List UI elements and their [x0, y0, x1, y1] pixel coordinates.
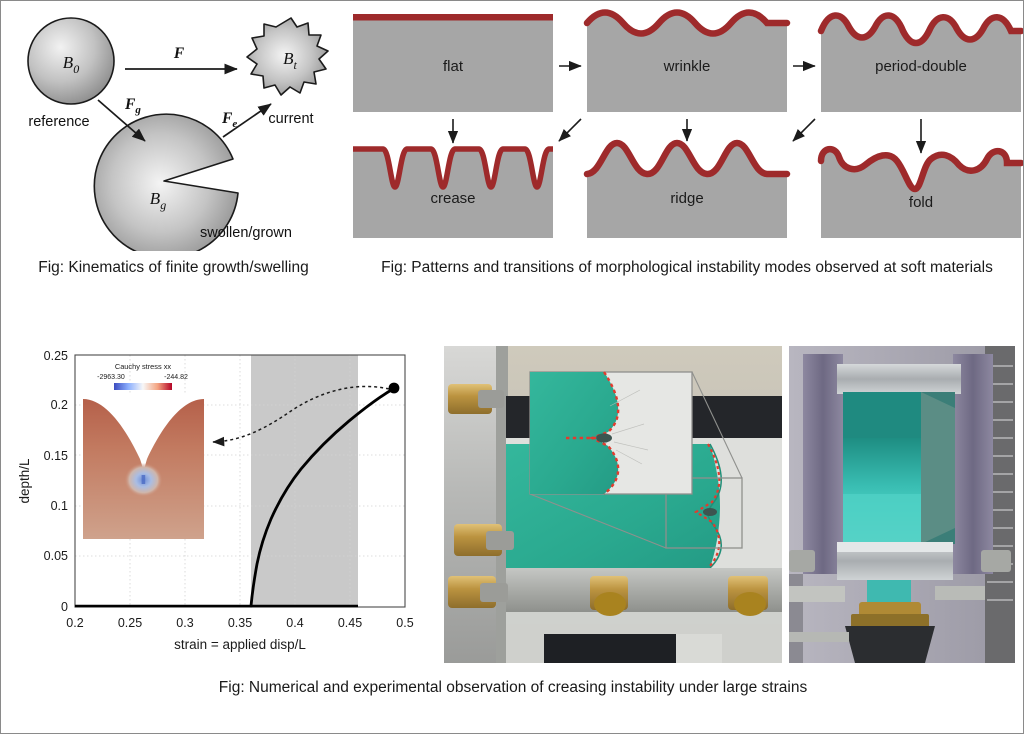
- mode-ridge: ridge: [583, 139, 791, 238]
- chart-yticklabels: 0 0.05 0.1 0.15 0.2 0.25: [44, 349, 68, 614]
- body-current-sublabel: current: [268, 111, 313, 127]
- body-reference-sublabel: reference: [28, 114, 89, 130]
- mode-fold: fold: [817, 146, 1023, 238]
- bifurcation-chart: Cauchy stress xx -2963.30 -244.82 0.2 0.…: [13, 341, 433, 671]
- arrow-period-double-to-ridge: [792, 118, 816, 142]
- chart-xticklabels: 0.2 0.25 0.3 0.35 0.4 0.45 0.5: [66, 616, 413, 630]
- side-bolts: [789, 550, 1011, 572]
- map-Fg-label: Fg: [124, 96, 141, 116]
- map-Fe-arrow: [222, 103, 272, 138]
- map-Fe-label: Fe: [221, 110, 237, 130]
- mode-crease-label: crease: [430, 190, 475, 207]
- photo-crease-closeup: [444, 346, 782, 663]
- body-current-shape: [246, 17, 329, 96]
- kinematics-diagram: B0 reference Bt current Bg swollen/grown…: [27, 17, 329, 251]
- mode-period-double-label: period-double: [875, 58, 967, 75]
- mode-period-double: period-double: [817, 12, 1023, 113]
- zoom-connector-bottom: [529, 493, 667, 549]
- svg-text:0: 0: [61, 600, 68, 614]
- crease-outline-marker: [693, 443, 721, 569]
- chart-svg: Cauchy stress xx -2963.30 -244.82 0.2 0.…: [17, 349, 414, 652]
- photo-compression-setup: [789, 346, 1015, 663]
- panel-bottom: Cauchy stress xx -2963.30 -244.82 0.2 0.…: [1, 301, 1023, 701]
- fea-legend-max: -244.82: [164, 374, 188, 381]
- modes-diagram: flat wrinkle period-double crease: [353, 9, 1023, 238]
- chart-xlabel: strain = applied disp/L: [174, 637, 306, 652]
- mode-crease: crease: [353, 146, 553, 238]
- svg-text:0.25: 0.25: [118, 616, 142, 630]
- svg-text:0.2: 0.2: [51, 398, 68, 412]
- svg-text:0.45: 0.45: [338, 616, 362, 630]
- mode-ridge-label: ridge: [670, 190, 703, 207]
- panel-instability-modes: flat wrinkle period-double crease: [349, 1, 1023, 276]
- chart-annotation-arrow: [212, 385, 390, 447]
- svg-text:0.3: 0.3: [176, 616, 193, 630]
- caption-kinematics: Fig: Kinematics of finite growth/swellin…: [38, 259, 309, 276]
- caption-modes: Fig: Patterns and transitions of morphol…: [381, 259, 993, 276]
- chart-endpoint-marker: [388, 382, 400, 394]
- mode-wrinkle: wrinkle: [583, 9, 791, 112]
- svg-text:0.5: 0.5: [396, 616, 413, 630]
- body-grown-sublabel: swollen/grown: [200, 225, 292, 241]
- body-current-label: Bt: [283, 49, 297, 72]
- chart-ylabel: depth/L: [17, 458, 32, 504]
- svg-text:0.15: 0.15: [44, 449, 68, 463]
- body-reference-label: B0: [63, 53, 79, 76]
- body-grown-label: Bg: [150, 189, 166, 212]
- svg-text:0.25: 0.25: [44, 349, 68, 363]
- magnified-inset: [529, 371, 693, 495]
- photo1-svg: [444, 346, 782, 663]
- photo2-svg: [789, 346, 1015, 663]
- svg-text:0.05: 0.05: [44, 549, 68, 563]
- svg-text:0.2: 0.2: [66, 616, 83, 630]
- zoom-region-box: [665, 477, 743, 549]
- arrow-wrinkle-to-crease: [558, 118, 582, 142]
- zoom-connector-top: [691, 371, 743, 479]
- series-creased-branch: [249, 387, 395, 608]
- svg-text:0.1: 0.1: [51, 499, 68, 513]
- svg-text:0.35: 0.35: [228, 616, 252, 630]
- mode-flat-label: flat: [443, 58, 464, 75]
- fea-legend-min: -2963.30: [97, 374, 125, 381]
- mode-flat: flat: [353, 14, 553, 112]
- panel-kinematics: B0 reference Bt current Bg swollen/grown…: [1, 1, 346, 276]
- mode-wrinkle-label: wrinkle: [663, 58, 711, 75]
- caption-bottom: Fig: Numerical and experimental observat…: [218, 679, 808, 696]
- chart-shaded-region: [251, 355, 358, 607]
- fixture-bolts: [448, 384, 768, 616]
- svg-text:0.4: 0.4: [286, 616, 303, 630]
- fea-inset: Cauchy stress xx -2963.30 -244.82: [83, 362, 204, 539]
- chart-gridlines: [75, 355, 405, 607]
- fea-legend-title: Cauchy stress xx: [115, 362, 172, 371]
- map-Fg-arrow: [97, 99, 146, 142]
- mode-fold-label: fold: [909, 194, 933, 211]
- body-grown-shape: [93, 113, 239, 251]
- map-F-label: F: [173, 45, 185, 62]
- body-reference-shape: [27, 17, 115, 105]
